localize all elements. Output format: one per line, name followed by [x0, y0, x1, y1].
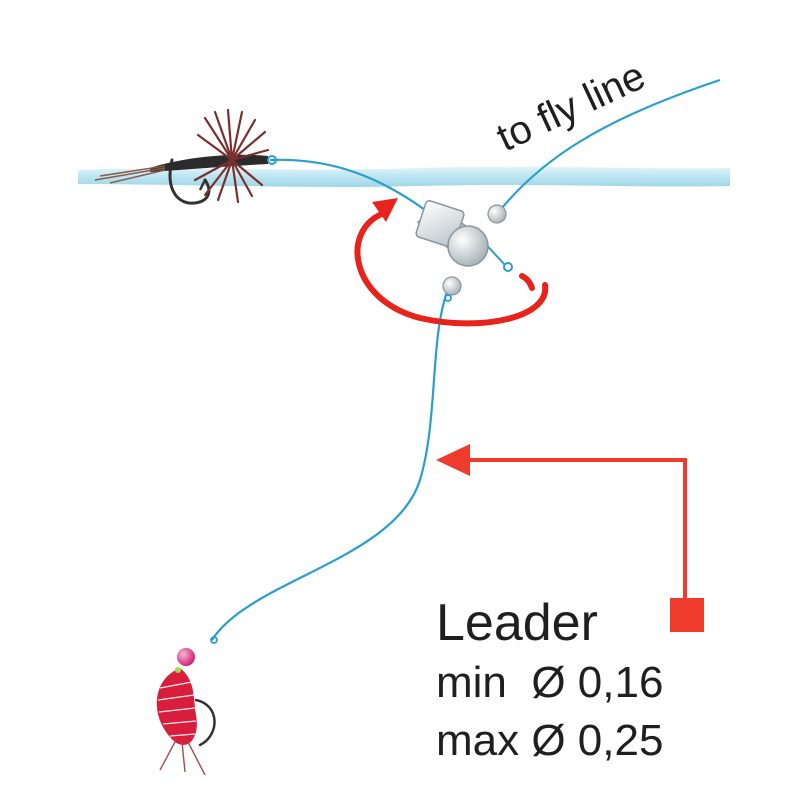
leader-title: Leader [436, 594, 598, 652]
leader-min-diameter: min Ø 0,16 [436, 658, 663, 707]
swivel-icon [415, 200, 513, 302]
dry-fly-icon [94, 108, 277, 205]
pointer-arrow-icon [436, 444, 704, 632]
water-surface [78, 166, 730, 187]
fly-line [496, 78, 721, 215]
nymph-icon [156, 636, 218, 776]
leader-max-diameter: max Ø 0,25 [436, 716, 663, 765]
dry-fly-tippet [269, 158, 426, 211]
leader-line [211, 291, 449, 641]
rotation-arrow-icon [354, 198, 549, 327]
fly-line-label: to fly line [490, 54, 652, 161]
